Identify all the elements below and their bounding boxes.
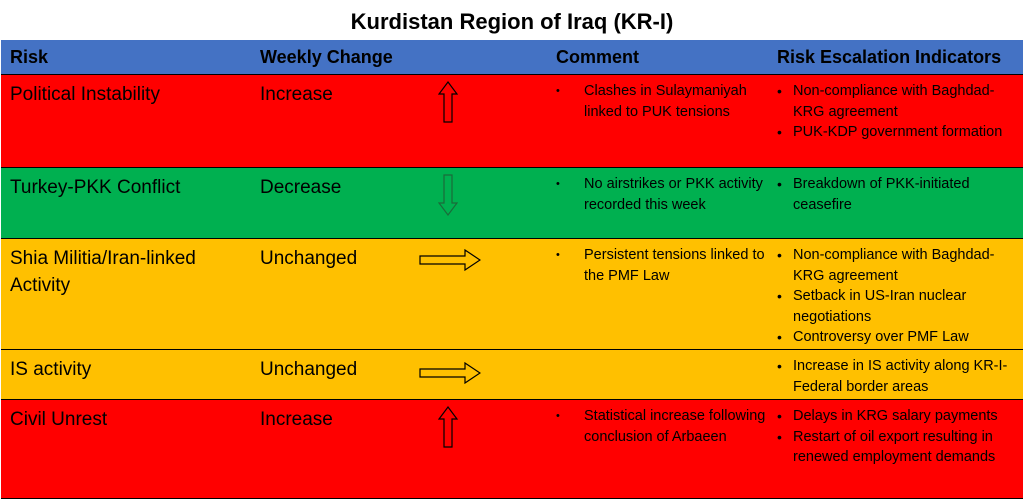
down-arrow-icon	[437, 174, 459, 221]
table-row: Civil Unrest Increase Statistical increa…	[1, 400, 1023, 499]
table-row: Shia Militia/Iran-linked Activity Unchan…	[1, 239, 1023, 350]
indicator-item: Delays in KRG salary payments	[777, 406, 1021, 427]
comment-item: Clashes in Sulaymaniyah linked to PUK te…	[556, 81, 766, 122]
indicator-item: Non-compliance with Baghdad-KRG agreemen…	[777, 245, 1021, 286]
page-title: Kurdistan Region of Iraq (KR-I)	[350, 9, 674, 34]
indicators-cell: Non-compliance with Baghdad-KRG agreemen…	[777, 239, 1021, 348]
indicator-item: Controversy over PMF Law	[777, 327, 1021, 348]
risk-name: Turkey-PKK Conflict	[10, 177, 181, 198]
comment-item: Persistent tensions linked to the PMF La…	[556, 245, 766, 286]
weekly-change-value: Increase	[260, 409, 333, 430]
indicator-item: Setback in US-Iran nuclear negotiations	[777, 286, 1021, 327]
weekly-change-value: Unchanged	[260, 359, 358, 380]
risk-name: Political Instability	[10, 84, 160, 105]
indicators-cell: Delays in KRG salary payments Restart of…	[777, 400, 1021, 468]
comment-cell: Statistical increase following conclusio…	[556, 400, 766, 447]
risk-name: Shia Militia/Iran-linked Activity	[10, 248, 196, 296]
indicators-cell: Non-compliance with Baghdad-KRG agreemen…	[777, 75, 1021, 143]
indicator-item: Increase in IS activity along KR-I-Feder…	[777, 356, 1021, 397]
comment-cell: Persistent tensions linked to the PMF La…	[556, 239, 766, 286]
weekly-change-value: Increase	[260, 84, 333, 105]
risk-name: IS activity	[10, 359, 92, 380]
indicator-item: Non-compliance with Baghdad-KRG agreemen…	[777, 81, 1021, 122]
table-row: Turkey-PKK Conflict Decrease No airstrik…	[1, 168, 1023, 239]
comment-cell: No airstrikes or PKK activity recorded t…	[556, 168, 766, 215]
comment-item: No airstrikes or PKK activity recorded t…	[556, 174, 766, 215]
risk-name: Civil Unrest	[10, 409, 108, 430]
right-arrow-icon	[419, 248, 482, 276]
table-header-row: Risk Weekly Change Comment Risk Escalati…	[1, 40, 1023, 75]
comment-cell: Clashes in Sulaymaniyah linked to PUK te…	[556, 75, 766, 122]
header-risk: Risk	[10, 47, 49, 67]
weekly-change-value: Decrease	[260, 177, 342, 198]
header-weekly-change: Weekly Change	[260, 47, 393, 67]
indicator-item: Restart of oil export resulting in renew…	[777, 427, 1021, 468]
table-row: IS activity Unchanged Increase in IS act…	[1, 350, 1023, 400]
header-indicators: Risk Escalation Indicators	[777, 47, 1002, 67]
up-arrow-icon	[437, 406, 459, 453]
comment-item: Statistical increase following conclusio…	[556, 406, 766, 447]
indicators-cell: Increase in IS activity along KR-I-Feder…	[777, 350, 1021, 397]
indicator-item: Breakdown of PKK-initiated ceasefire	[777, 174, 1021, 215]
table-row: Political Instability Increase Clashes i…	[1, 75, 1023, 168]
indicators-cell: Breakdown of PKK-initiated ceasefire	[777, 168, 1021, 215]
indicator-item: PUK-KDP government formation	[777, 122, 1021, 143]
weekly-change-value: Unchanged	[260, 248, 358, 269]
right-arrow-icon	[419, 361, 482, 389]
up-arrow-icon	[437, 81, 459, 128]
header-comment: Comment	[556, 47, 640, 67]
